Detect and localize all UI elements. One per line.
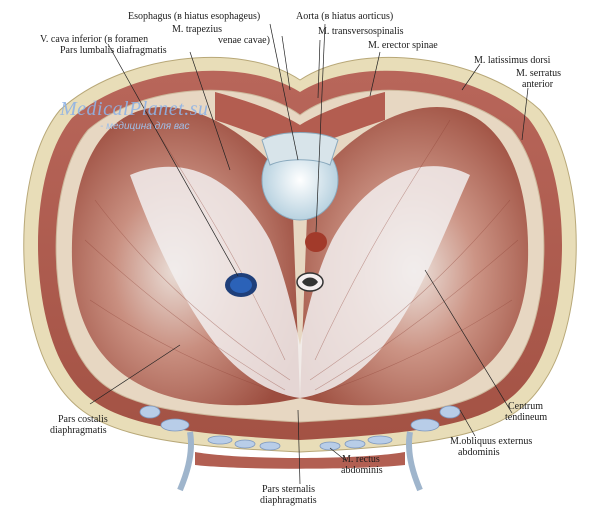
label-centrum-1: Centrum (508, 401, 543, 412)
watermark-site: MedicalPlanet.su (60, 98, 209, 120)
label-costalis-2: diaphragmatis (50, 425, 107, 436)
label-rectus-1: M. rectus (342, 454, 380, 465)
label-sternalis-2: diaphragmatis (260, 495, 317, 506)
label-obliquus-2: abdominis (458, 447, 500, 458)
label-costalis-1: Pars costalis (58, 414, 108, 425)
label-v-cava-2: venae cavae) (218, 35, 270, 46)
label-m-erector-spinae: M. erector spinae (368, 40, 438, 51)
label-sternalis-1: Pars sternalis (262, 484, 316, 495)
label-centrum-2: tendineum (505, 412, 548, 423)
label-m-serratus-2: anterior (522, 79, 554, 90)
label-m-latissimus: M. latissimus dorsi (474, 55, 551, 66)
label-aorta: Aorta (в hiatus aorticus) (296, 11, 394, 22)
label-pars-lumbalis: Pars lumbalis diafragmatis (60, 45, 167, 56)
label-v-cava: V. cava inferior (в foramen (40, 34, 149, 45)
label-rectus-2: abdominis (341, 465, 383, 476)
label-esophagus: Esophagus (в hiatus esophageus) (128, 11, 261, 22)
watermark-tagline: - медицина для вас (100, 121, 190, 132)
label-m-transversospinalis: M. transversospinalis (318, 26, 404, 37)
label-obliquus-1: M.obliquus externus (450, 436, 533, 447)
label-m-serratus-1: M. serratus (516, 68, 561, 79)
label-m-trapezius: M. trapezius (172, 24, 222, 35)
